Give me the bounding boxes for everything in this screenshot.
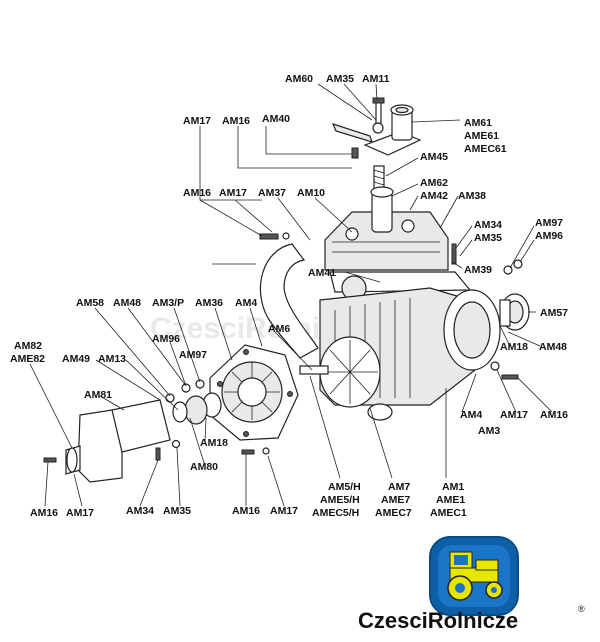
label-am6: AM6 (268, 323, 290, 335)
label-am16-right: AM16 (540, 409, 568, 421)
pump-head (259, 186, 523, 275)
label-am17-bottom-left: AM17 (66, 507, 94, 519)
label-ame82: AME82 (10, 353, 45, 365)
label-am17-bottom-mid: AM17 (270, 505, 298, 517)
label-am7: AM7 (388, 481, 410, 493)
label-am48-right: AM48 (539, 341, 567, 353)
label-am61: AM61 (464, 117, 492, 129)
label-am1: AM1 (442, 481, 464, 493)
label-am58: AM58 (76, 297, 104, 309)
label-am37: AM37 (258, 187, 286, 199)
label-am4-top: AM4 (235, 297, 257, 309)
label-am80: AM80 (190, 461, 218, 473)
label-am11: AM11 (362, 73, 390, 85)
label-am42: AM42 (420, 190, 448, 202)
part-labels: AM60 AM35 AM11 AM61 AME61 AMEC61 AM17 AM… (10, 73, 568, 519)
label-am13: AM13 (98, 353, 126, 365)
label-am16-bottom-mid: AM16 (232, 505, 260, 517)
label-am35-right: AM35 (474, 232, 502, 244)
label-am16-bottom-left: AM16 (30, 507, 58, 519)
label-am3: AM3 (478, 425, 500, 437)
right-bearing (490, 293, 530, 380)
label-ame61: AME61 (464, 130, 499, 142)
label-am96-right: AM96 (535, 230, 563, 242)
leader-lines (29, 83, 553, 507)
label-am16-mid: AM16 (183, 187, 211, 199)
label-am35-bottom: AM35 (163, 505, 191, 517)
label-amec5h: AMEC5/H (312, 507, 359, 519)
label-am41: AM41 (308, 267, 336, 279)
label-am35-top: AM35 (326, 73, 354, 85)
label-ame7: AME7 (381, 494, 410, 506)
label-am82: AM82 (14, 340, 42, 352)
label-am34-right: AM34 (474, 219, 502, 231)
label-am17-right: AM17 (500, 409, 528, 421)
label-am17-top: AM17 (183, 115, 211, 127)
tractor-icon (447, 551, 503, 601)
label-am10: AM10 (297, 187, 325, 199)
label-amec7: AMEC7 (375, 507, 412, 519)
label-am60: AM60 (285, 73, 313, 85)
label-am96-left: AM96 (152, 333, 180, 345)
label-am57: AM57 (540, 307, 568, 319)
brand-name: CzesciRolnicze (358, 608, 518, 633)
flange-plate (209, 344, 329, 441)
label-am18-left: AM18 (200, 437, 228, 449)
label-am3p: AM3/P (152, 297, 184, 309)
label-am40: AM40 (262, 113, 290, 125)
label-am5h: AM5/H (328, 481, 361, 493)
label-am49: AM49 (62, 353, 90, 365)
label-am17-mid: AM17 (219, 187, 247, 199)
pump-body (319, 287, 501, 421)
label-amec61: AMEC61 (464, 143, 507, 155)
label-am45: AM45 (420, 151, 448, 163)
label-am62: AM62 (420, 177, 448, 189)
label-am81: AM81 (84, 389, 112, 401)
label-am38: AM38 (458, 190, 486, 202)
brand-logo (429, 536, 519, 616)
label-ame5h: AME5/H (320, 494, 360, 506)
label-am48-left: AM48 (113, 297, 141, 309)
brand-registered: ® (578, 604, 585, 614)
label-am97-left: AM97 (179, 349, 207, 361)
label-am18-right: AM18 (500, 341, 528, 353)
label-ame1: AME1 (436, 494, 465, 506)
label-am36: AM36 (195, 297, 223, 309)
label-am4-right: AM4 (460, 409, 482, 421)
label-am97-right: AM97 (535, 217, 563, 229)
label-am34-bottom: AM34 (126, 505, 154, 517)
label-amec1: AMEC1 (430, 507, 467, 519)
left-seals (165, 379, 222, 425)
label-am39: AM39 (464, 264, 492, 276)
top-valve-assembly (331, 97, 422, 195)
bearing-housing (43, 399, 270, 483)
label-am16-top: AM16 (222, 115, 250, 127)
